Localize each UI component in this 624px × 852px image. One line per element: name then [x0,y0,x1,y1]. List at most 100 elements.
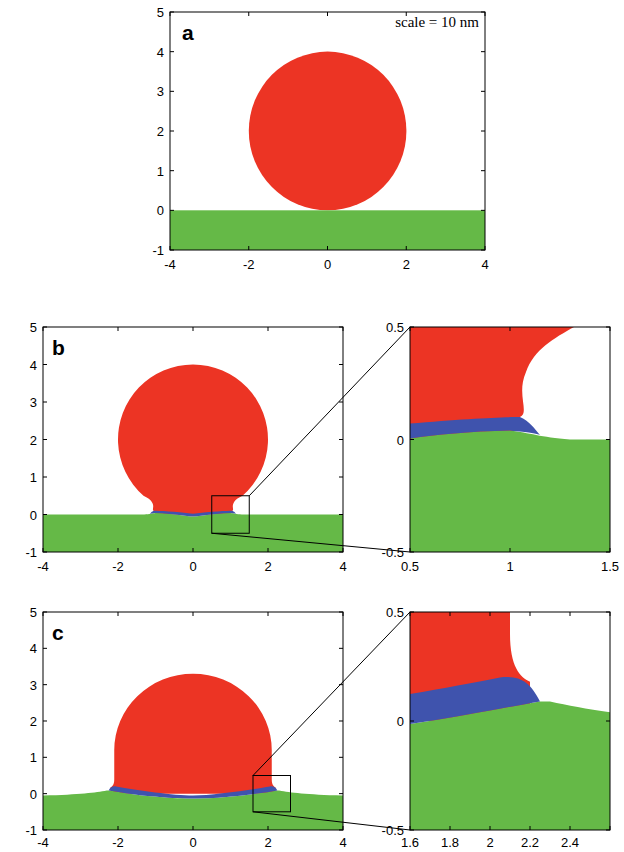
tick-label: 2 [403,258,410,271]
panel-letter: a [182,22,194,43]
tick-label: 4 [30,358,37,371]
tick-mark [481,12,485,13]
tick-mark [43,612,44,616]
tick-mark [170,210,174,211]
tick-mark [606,612,610,613]
tick-mark [118,327,119,331]
tick-mark [43,477,47,478]
tick-mark [610,612,611,616]
tick-label: 0.5 [401,560,419,573]
tick-label: 2 [157,125,164,138]
tick-label: 0.5 [386,606,404,619]
tick-mark [610,327,611,331]
tick-label: 5 [157,6,164,19]
tick-mark [485,246,486,250]
tick-mark [570,612,571,616]
tick-mark [410,327,414,328]
tick-mark [43,757,47,758]
tick-label: 3 [30,678,37,691]
tick-mark [481,51,485,52]
tick-label: 4 [339,836,346,849]
tick-mark [43,648,47,649]
tick-mark [343,612,344,616]
tick-mark [410,612,414,613]
zoom-line [249,327,410,496]
tick-mark [450,826,451,830]
tick-label: 2 [486,836,493,849]
tick-mark [490,826,491,830]
tick-mark [248,246,249,250]
zoom-line [253,612,410,776]
tick-mark [43,612,47,613]
tick-mark [339,439,343,440]
tick-mark [339,684,343,685]
droplet [249,52,407,211]
tick-mark [118,826,119,830]
plot-frame [170,12,485,250]
tick-label: 0 [397,433,404,446]
tick-mark [606,721,610,722]
tick-mark [170,12,174,13]
tick-mark [327,12,328,16]
tick-mark [118,612,119,616]
tick-mark [410,552,414,553]
tick-mark [43,439,47,440]
tick-mark [43,829,47,830]
interface-layer [410,417,540,451]
tick-mark [43,552,47,553]
tick-mark [339,402,343,403]
panel-letter: c [52,622,64,643]
tick-mark [339,514,343,515]
tick-label: 1 [157,164,164,177]
tick-label: 0 [30,787,37,800]
tick-label: 0 [189,836,196,849]
tick-label: 1.8 [441,836,459,849]
tick-mark [339,552,343,553]
tick-mark [43,327,44,331]
tick-mark [406,246,407,250]
interface-layer [150,511,236,517]
droplet [111,674,276,794]
tick-mark [43,793,47,794]
tick-mark [43,826,44,830]
tick-mark [339,793,343,794]
tick-mark [43,720,47,721]
tick-label: 1.5 [601,560,619,573]
tick-mark [193,826,194,830]
scale-note: scale = 10 nm [395,15,479,30]
tick-label: 1.6 [401,836,419,849]
tick-mark [248,12,249,16]
tick-mark [170,51,174,52]
tick-label: 2 [264,560,271,573]
panel-letter: b [52,337,65,358]
tick-mark [339,612,343,613]
tick-mark [170,250,174,251]
tick-mark [570,826,571,830]
tick-mark [43,402,47,403]
tick-mark [339,364,343,365]
interface-layer [109,786,278,798]
tick-mark [606,830,610,831]
tick-mark [606,327,610,328]
tick-mark [268,327,269,331]
tick-label: 2 [264,836,271,849]
tick-mark [268,548,269,552]
tick-label: -1 [152,244,164,257]
tick-mark [339,757,343,758]
tick-label: 2.4 [561,836,579,849]
tick-label: 3 [30,396,37,409]
zoom-line [212,533,410,552]
tick-label: 0 [324,258,331,271]
tick-mark [193,327,194,331]
tick-mark [339,477,343,478]
tick-label: 1 [506,560,513,573]
substrate [43,513,343,552]
tick-mark [481,170,485,171]
tick-label: -1 [25,546,37,559]
tick-mark [606,439,610,440]
tick-mark [43,514,47,515]
tick-mark [610,548,611,552]
tick-mark [170,91,174,92]
tick-mark [481,131,485,132]
tick-mark [610,826,611,830]
